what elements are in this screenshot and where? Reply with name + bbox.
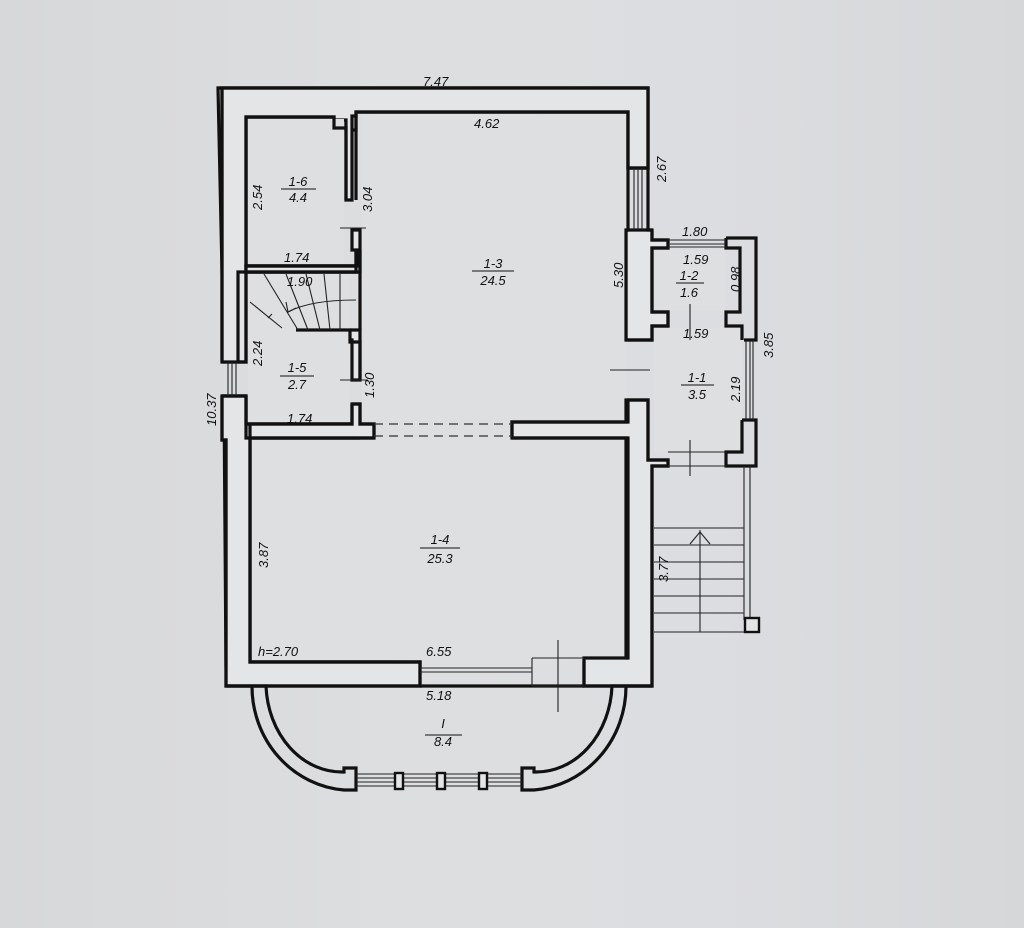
room-1-1: 1-1 3.5	[681, 370, 714, 402]
dim-overall-width: 7.47	[423, 74, 449, 89]
room-area: 4.4	[289, 190, 307, 205]
ceiling-height: h=2.70	[258, 644, 299, 659]
room-1-2: 1-2 1.6	[676, 268, 704, 300]
dim-1-5-height: 2.24	[250, 341, 265, 367]
dim-porch-length: 3.77	[656, 556, 671, 582]
dim-1-3-top: 4.62	[474, 116, 500, 131]
room-id: I	[441, 716, 445, 731]
dim-partition-1-5: 1.30	[362, 372, 377, 398]
dim-1-2-top: 1.59	[683, 252, 708, 267]
room-area: 8.4	[434, 734, 452, 749]
room-id: 1-4	[431, 532, 450, 547]
dim-partition-1-6: 3.04	[360, 187, 375, 212]
dim-1-5-bottom: 1.74	[287, 411, 312, 426]
interior-staircase	[249, 273, 357, 331]
dim-right-upper: 2.67	[654, 156, 669, 183]
dim-stair-width: 1.90	[287, 274, 313, 289]
room-area: 24.5	[479, 273, 506, 288]
room-interiors	[248, 114, 742, 660]
room-labels: 1-6 4.4 1-3 24.5 1-2 1.6 1-5 2.7 1-1 3.5…	[280, 174, 714, 749]
dim-1-3-right: 5.30	[611, 262, 626, 288]
room-1-3: 1-3 24.5	[472, 256, 514, 288]
dimension-labels: 7.47 4.62 2.67 2.54 3.04 1.74 1.90 2.24 …	[204, 74, 776, 703]
dim-1-2-outer-top: 1.80	[682, 224, 708, 239]
doorways	[340, 227, 726, 712]
porch-post	[743, 616, 761, 634]
room-area: 3.5	[688, 387, 707, 402]
room-id: 1-3	[484, 256, 504, 271]
room-1-5: 1-5 2.7	[280, 360, 314, 392]
room-1-4: 1-4 25.3	[420, 532, 460, 566]
room-id: 1-2	[680, 268, 700, 283]
dim-1-1-side: 2.19	[728, 377, 743, 403]
room-id: 1-1	[688, 370, 707, 385]
dim-1-4-left: 3.87	[256, 542, 271, 568]
dim-overall-height: 10.37	[204, 393, 219, 426]
wall-lines	[220, 86, 758, 792]
room-I-bay: I 8.4	[425, 716, 462, 749]
dim-1-2-side: 0.98	[728, 266, 743, 292]
dim-bay-width: 5.18	[426, 688, 452, 703]
dim-1-4-bottom: 6.55	[426, 644, 452, 659]
dim-1-6-bottom: 1.74	[284, 250, 309, 265]
dim-1-6-height: 2.54	[250, 185, 265, 211]
room-area: 2.7	[287, 377, 307, 392]
room-id: 1-6	[289, 174, 309, 189]
room-area: 25.3	[426, 551, 453, 566]
porch-stairs	[654, 466, 751, 633]
room-1-6: 1-6 4.4	[281, 174, 316, 205]
bay-window-posts	[393, 771, 489, 791]
room-area: 1.6	[680, 285, 699, 300]
room-id: 1-5	[288, 360, 308, 375]
dim-1-1-top: 1.59	[683, 326, 708, 341]
dim-vestibule-outer: 3.85	[761, 332, 776, 358]
